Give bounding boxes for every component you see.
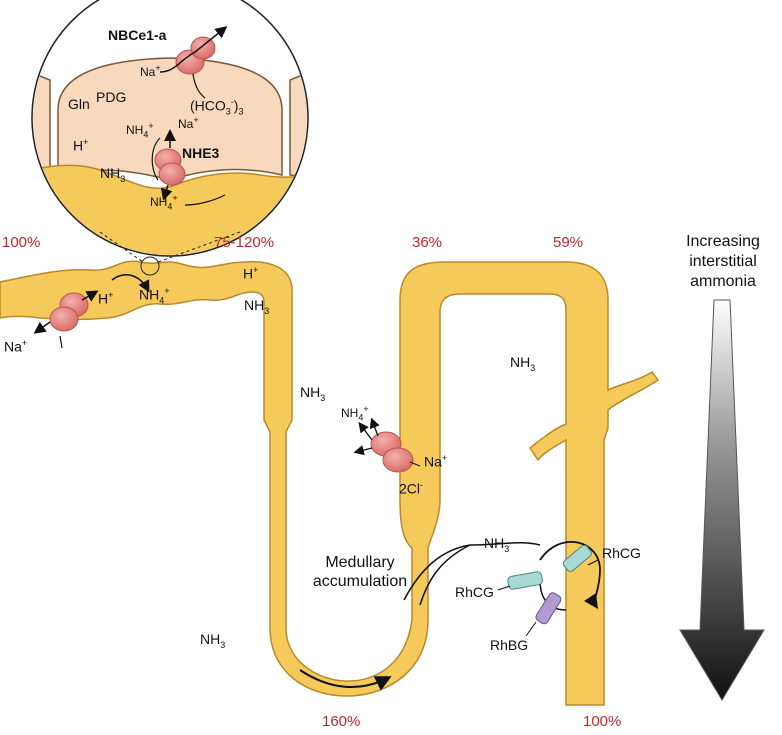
tal-na-label: Na+ (424, 453, 448, 470)
tal-nkcc2-transporter (353, 417, 421, 473)
proximal-na-label: Na+ (4, 338, 28, 355)
percent-75-120: 75-120% (214, 234, 275, 251)
inset-na-nhe-label: Na+ (178, 115, 199, 131)
inset-na-top: Na+ (140, 63, 161, 79)
rhcg-right-label: RhCG (602, 545, 641, 561)
proximal-nh3-right-label: NH3 (244, 297, 270, 316)
rhcg-left-label: RhCG (455, 584, 494, 600)
interstitial-ammonia-gradient-arrow (679, 299, 765, 701)
gradient-legend: Increasing interstitial ammonia (668, 232, 778, 292)
gln-label: Gln (68, 96, 90, 112)
pdg-label: PDG (96, 89, 127, 105)
rhbg-label: RhBG (490, 637, 529, 653)
proximal-h-label: H+ (98, 290, 114, 307)
legend-line2: interstitial (689, 253, 757, 270)
inset-nh3-label: NH3 (100, 165, 126, 184)
proximal-nhe3-transporter (33, 274, 150, 349)
inset-nh4-label: NH4+ (126, 121, 154, 140)
medullary-accumulation-arrow (403, 544, 471, 601)
tal-nh4-label: NH4+ (341, 404, 369, 423)
legend-line3: ammonia (690, 273, 756, 290)
hco3-label: (HCO3-)3 (190, 97, 244, 117)
percent-160: 160% (322, 713, 361, 730)
collecting-nh3-label: NH3 (484, 535, 510, 554)
percent-36: 36% (412, 234, 443, 251)
nhe3-label: NHE3 (182, 145, 220, 161)
proximal-h-right-label: H+ (243, 265, 259, 282)
proximal-and-loop-segment (0, 260, 660, 706)
nephron-tubule (0, 260, 660, 706)
interstitial-nh3-a: NH3 (300, 384, 326, 403)
interstitial-nh3-b: NH3 (510, 354, 536, 373)
nbce1-label: NBCe1-a (108, 27, 167, 43)
legend-line1: Increasing (686, 233, 760, 250)
proximal-nh4-label: NH4+ (139, 286, 170, 306)
cell-inset (31, 0, 309, 257)
percent-100-end: 100% (583, 713, 622, 730)
inset-h-label: H+ (73, 137, 89, 154)
loop-flow-arrow (299, 669, 392, 691)
interstitial-nh3-c: NH3 (200, 631, 226, 650)
percent-100-start: 100% (2, 234, 41, 251)
percent-59: 59% (553, 234, 584, 251)
collecting-duct-transport (469, 541, 601, 637)
inset-nh4-out-label: NH4+ (150, 193, 178, 212)
medullary-accumulation-label: Medullary accumulation (312, 554, 408, 590)
tal-cl-label: 2Cl- (399, 480, 424, 497)
